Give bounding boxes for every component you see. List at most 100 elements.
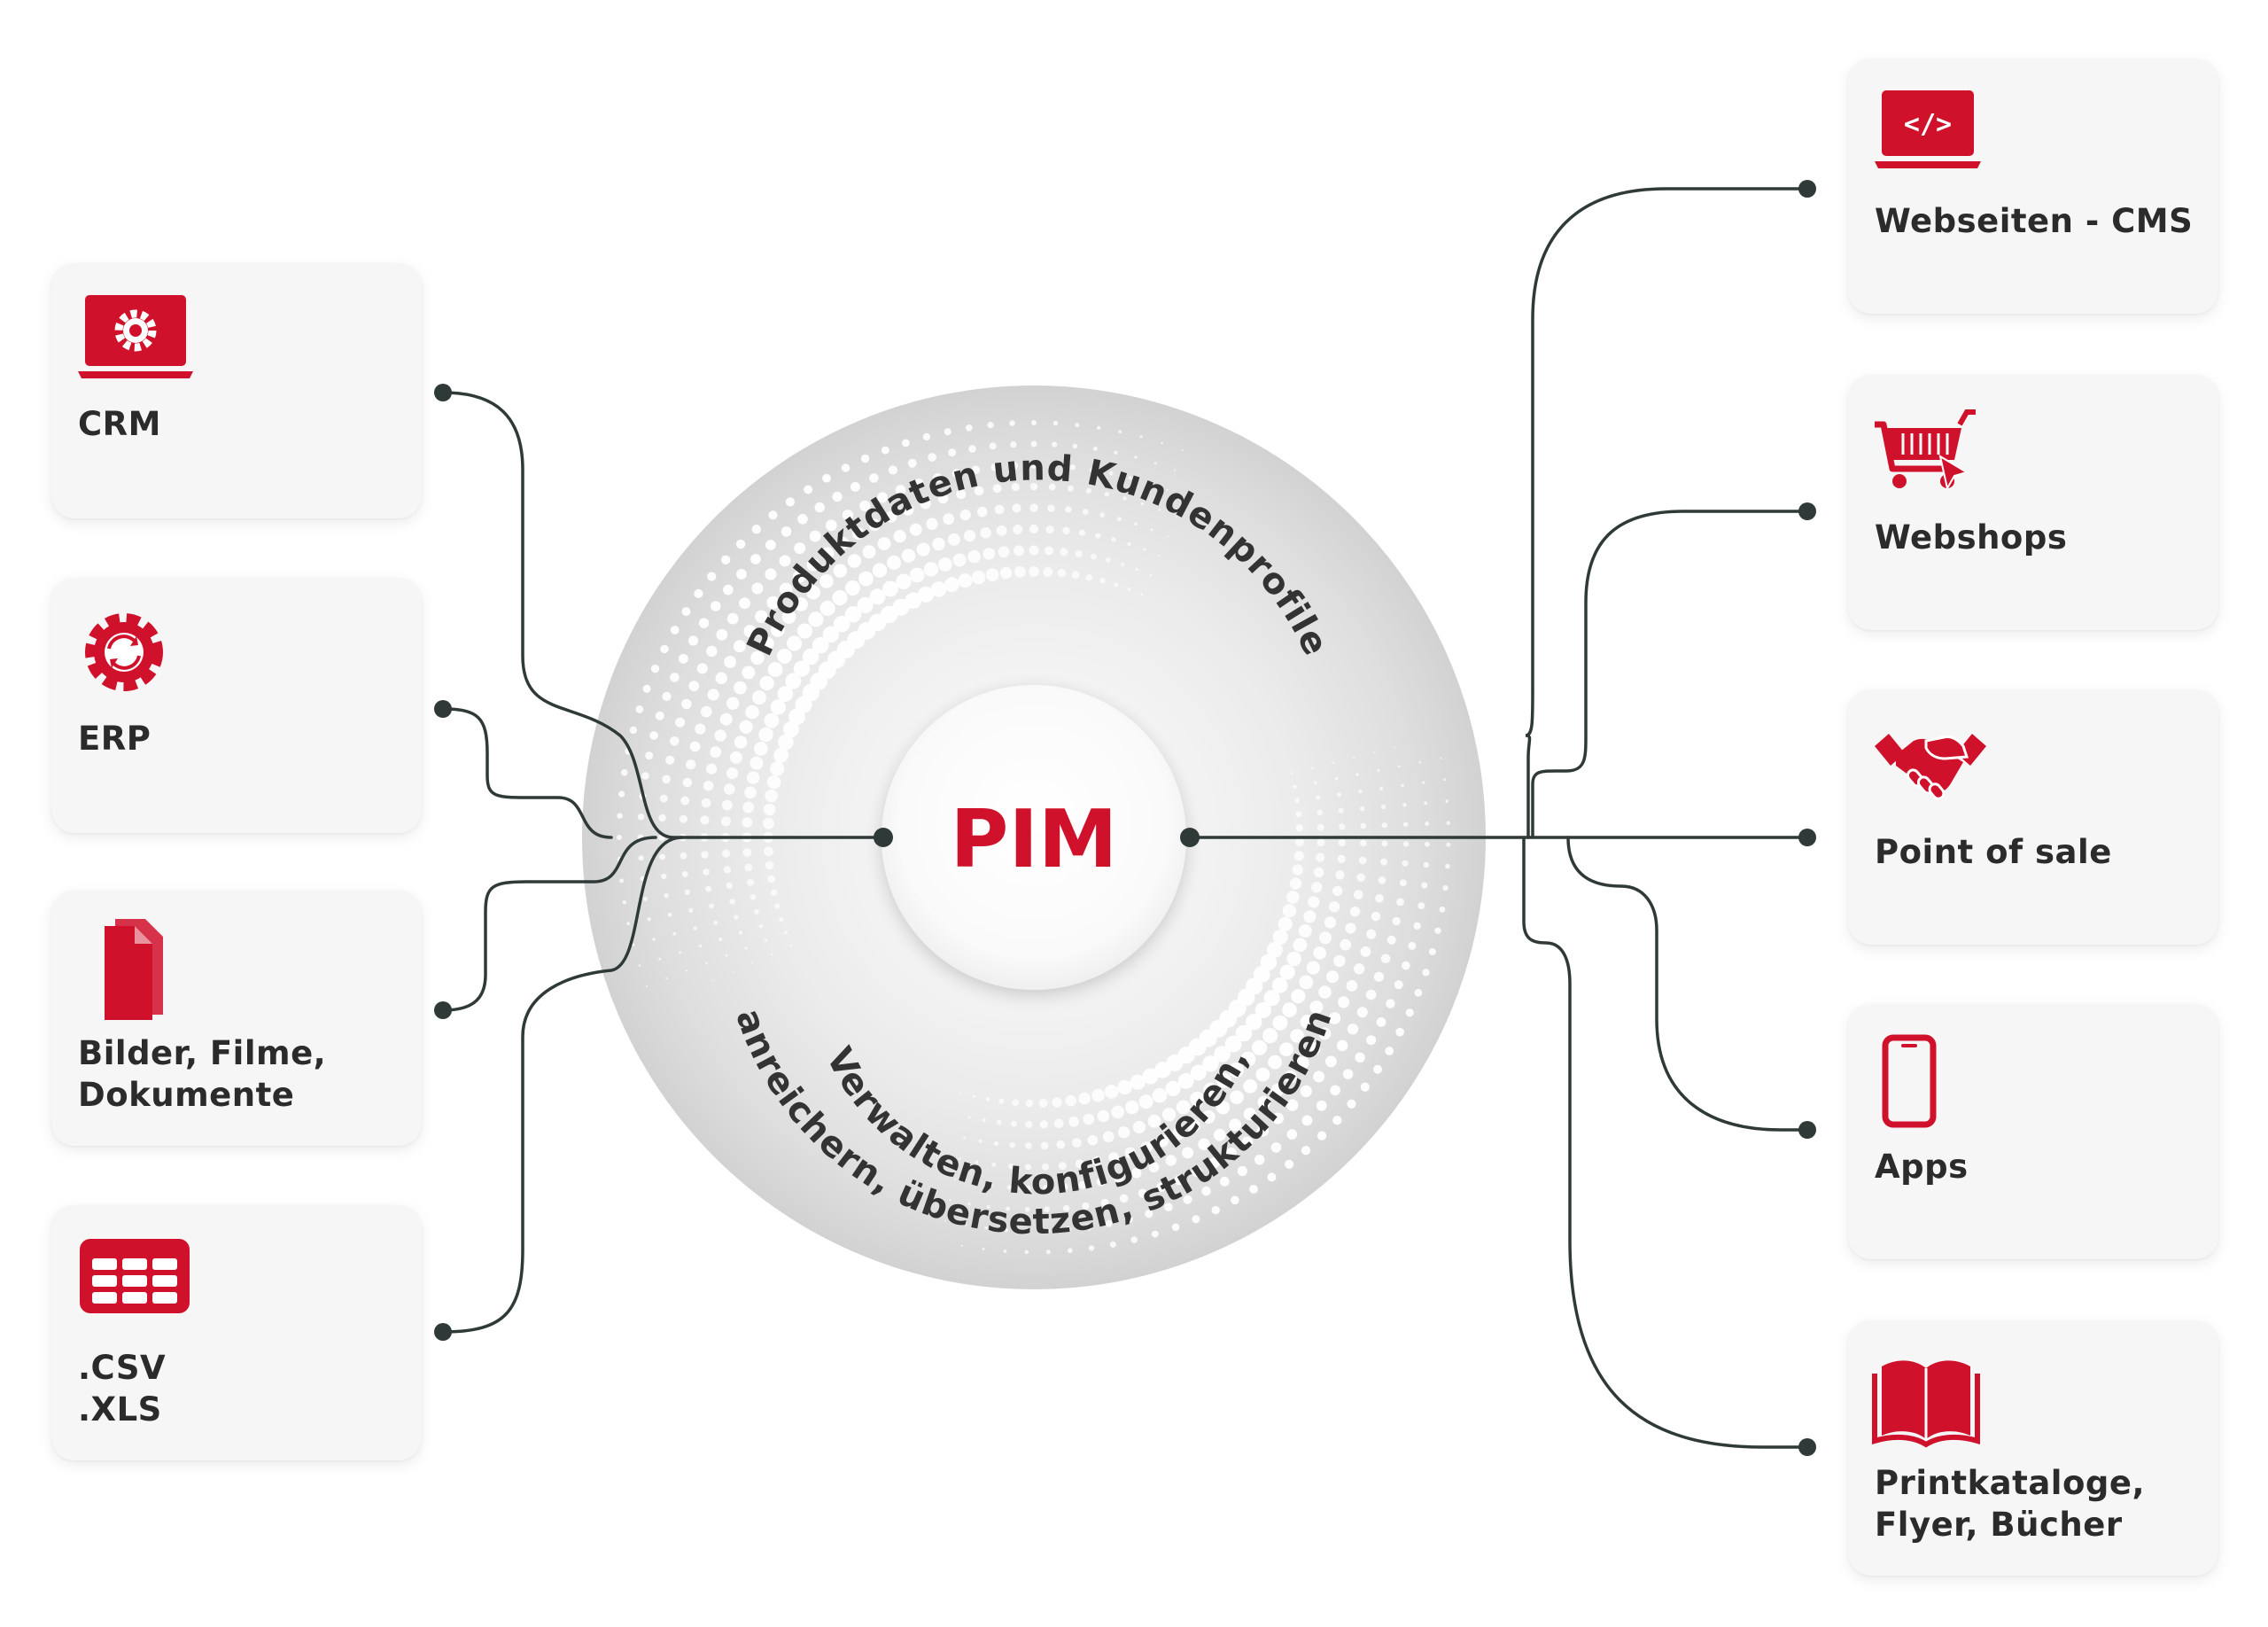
hub-dot	[967, 549, 981, 564]
hub-dot	[1104, 492, 1110, 497]
hub-dot	[998, 1098, 1005, 1104]
hub-dot	[857, 596, 874, 614]
card-csv-xls[interactable]: .CSV .XLS	[51, 1205, 422, 1460]
hub-dot	[629, 726, 638, 735]
hub-dot	[1286, 951, 1301, 967]
hub-dot	[1078, 529, 1086, 536]
card-documents-label: Bilder, Filme, Dokumente	[78, 1034, 327, 1114]
hub-dot	[742, 848, 752, 857]
hub-dot	[777, 649, 792, 664]
hub-dot	[732, 970, 734, 973]
hub-dot	[1445, 799, 1449, 803]
hub-dot	[1024, 1207, 1030, 1212]
hub-dot	[1229, 1118, 1242, 1132]
card-webshops[interactable]: Webshops	[1848, 375, 2218, 630]
hub-dot	[877, 537, 891, 550]
hub-dot	[1301, 1115, 1313, 1126]
hub-dot	[1087, 1134, 1099, 1146]
node-apps	[1798, 1121, 1816, 1139]
hub-dot	[1257, 1125, 1270, 1137]
hub-dot	[746, 771, 760, 784]
hub-dot	[1279, 964, 1295, 980]
hub-dot	[758, 923, 764, 929]
hub-dot	[1029, 482, 1038, 491]
hub-dot	[1317, 809, 1324, 816]
hub-dot	[1151, 1230, 1159, 1238]
laptop-gear-icon	[78, 295, 193, 393]
hub-dot	[1111, 1105, 1124, 1119]
hub-dot	[744, 786, 757, 799]
hub-dot	[845, 580, 860, 596]
hub-dot	[751, 582, 764, 595]
hub-dot	[1147, 482, 1151, 486]
hub-dot	[1013, 525, 1023, 534]
hub-dot	[751, 690, 766, 705]
hub-dot	[1325, 1055, 1337, 1068]
hub-dot	[1373, 751, 1376, 754]
hub-dot	[1181, 449, 1184, 452]
hub-dot	[707, 689, 719, 701]
hub-dot	[658, 957, 662, 961]
connector-documents	[441, 836, 657, 1012]
hub-dot	[701, 851, 709, 859]
card-documents[interactable]: Bilder, Filme, Dokumente	[51, 891, 422, 1146]
hub-dot	[1425, 821, 1430, 826]
card-point-of-sale[interactable]: Point of sale	[1848, 689, 2218, 945]
hub-dot	[1118, 430, 1122, 434]
hub-dot	[794, 597, 808, 611]
hub-dot	[1099, 512, 1106, 518]
hub-dot	[1340, 938, 1352, 951]
hub-dot	[882, 580, 898, 597]
hub-dot	[1085, 1224, 1092, 1231]
hub-dot	[868, 518, 881, 531]
hub-dot	[709, 903, 714, 909]
hub-dot	[1342, 1069, 1354, 1079]
hub-dot	[688, 907, 694, 914]
hub-dot	[1127, 588, 1131, 591]
hub-dot	[1303, 910, 1317, 923]
hub-dot	[881, 446, 889, 455]
card-webseiten-cms[interactable]: </> Webseiten - CMS	[1848, 58, 2218, 314]
card-apps[interactable]: Apps	[1848, 1004, 2218, 1259]
hub-dot	[1442, 884, 1449, 891]
hub-dot	[1338, 807, 1344, 814]
hub-dot	[704, 961, 708, 965]
hub-dot	[734, 681, 747, 695]
hub-dot	[1116, 517, 1122, 522]
hub-dot	[1251, 1039, 1268, 1055]
hub-dot	[765, 860, 774, 870]
node-printkataloge	[1798, 1438, 1816, 1456]
hub-dot	[1380, 954, 1391, 963]
hub-dot	[759, 675, 774, 691]
hub-dot	[1339, 823, 1346, 830]
hub-dot	[1295, 811, 1302, 818]
hub-dot	[1423, 861, 1430, 868]
hub-dot	[641, 772, 649, 780]
card-erp[interactable]: ERP	[51, 578, 422, 833]
hub-dot	[909, 523, 922, 536]
hub-dot	[862, 545, 876, 559]
hub-dot	[841, 463, 850, 472]
hub-center	[882, 685, 1186, 990]
hub-dot	[1161, 441, 1163, 445]
hub-dot	[1166, 488, 1169, 492]
hub-dot	[770, 761, 785, 776]
hub-dot	[1065, 1094, 1077, 1107]
hub-dot	[1122, 496, 1127, 501]
card-printkataloge[interactable]: Printkataloge, Flyer, Bücher	[1848, 1320, 2218, 1576]
hub-dot	[1352, 756, 1355, 759]
hub-dot	[1158, 508, 1161, 511]
hub-dot	[726, 882, 733, 890]
hub-dot	[766, 596, 780, 610]
hub-dot	[850, 481, 860, 492]
node-documents	[434, 1001, 452, 1019]
hub-dot	[963, 1136, 967, 1140]
hub-dot	[832, 590, 848, 606]
node-point-of-sale	[1798, 829, 1816, 846]
hub-dot	[1446, 842, 1451, 847]
hub-dot	[985, 1097, 990, 1102]
hub-dot	[1279, 1042, 1293, 1056]
hub-dot	[1267, 941, 1283, 958]
card-crm[interactable]: CRM	[51, 263, 422, 518]
